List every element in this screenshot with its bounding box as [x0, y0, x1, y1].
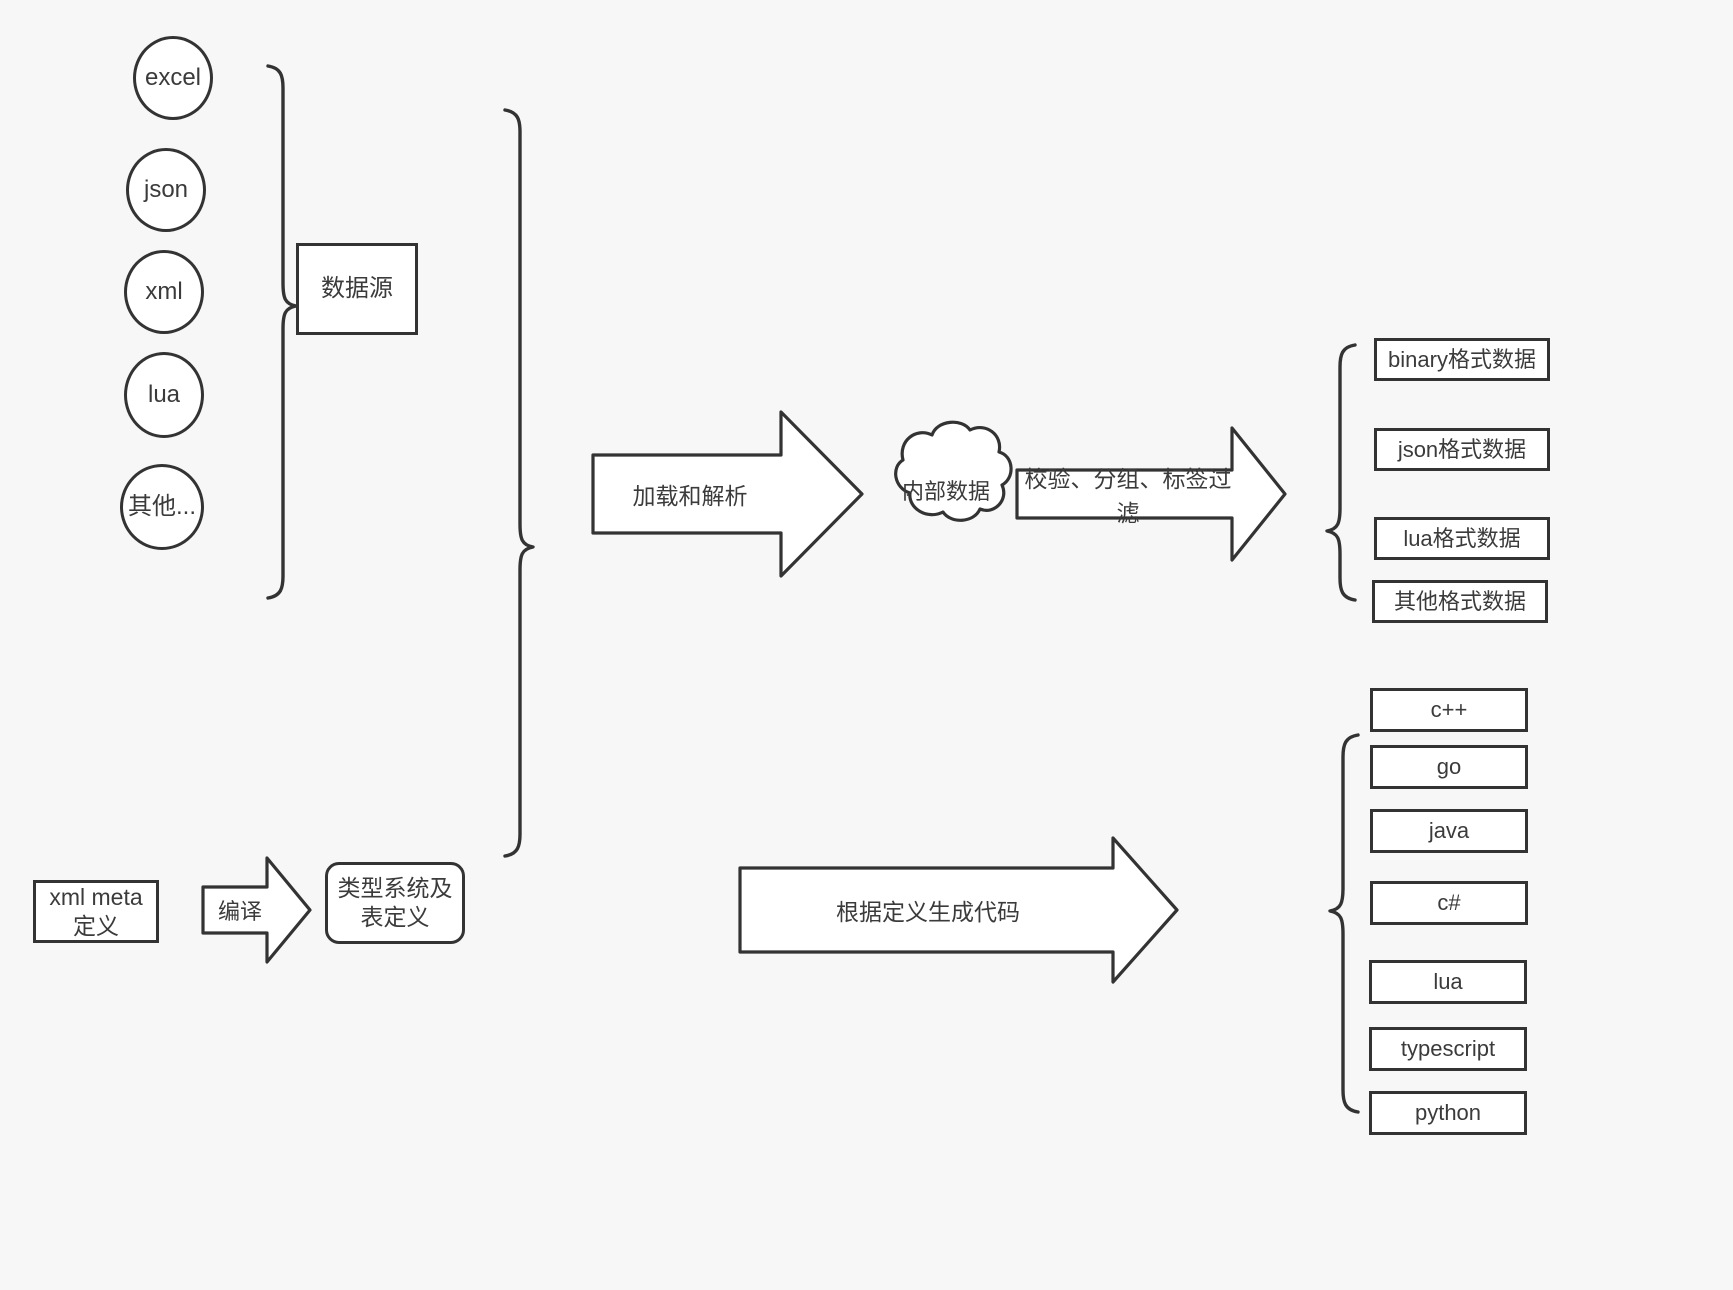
- output-language-go[interactable]: go: [1370, 745, 1528, 789]
- xml-meta-definition-label: xml meta定义: [49, 883, 143, 939]
- arrow-validate-group-filter: [1015, 426, 1287, 562]
- arrow-codegen: [738, 836, 1179, 984]
- output-format-json[interactable]: json格式数据: [1374, 428, 1550, 471]
- arrow-compile-label-wrap: 编译: [206, 887, 274, 933]
- output-format-other[interactable]: 其他格式数据: [1372, 580, 1548, 623]
- output-language-label: c#: [1437, 890, 1461, 916]
- arrow-load-parse-label-wrap: 加载和解析: [600, 470, 780, 518]
- output-format-label: 其他格式数据: [1393, 588, 1526, 614]
- cloud-internal-data-label: 内部数据: [901, 479, 990, 504]
- source-label: lua: [147, 381, 181, 408]
- cloud-internal-data: [894, 420, 1013, 522]
- data-source-group-box[interactable]: 数据源: [296, 243, 418, 335]
- source-node-json[interactable]: json: [126, 148, 206, 232]
- output-language-typescript[interactable]: typescript: [1369, 1027, 1527, 1071]
- arrow-codegen-label: 根据定义生成代码: [836, 899, 1020, 925]
- source-label: json: [143, 176, 189, 203]
- output-format-label: binary格式数据: [1388, 346, 1536, 372]
- source-node-other[interactable]: 其他...: [120, 464, 204, 550]
- output-language-label: c++: [1430, 697, 1468, 723]
- arrow-codegen-label-wrap: 根据定义生成代码: [748, 886, 1108, 934]
- cloud-internal-data-label-wrap: 内部数据: [890, 466, 1002, 514]
- output-format-label: lua格式数据: [1403, 525, 1521, 551]
- source-label: 其他...: [127, 493, 196, 520]
- source-label: excel: [144, 64, 202, 91]
- brace-languages: [1328, 733, 1360, 1114]
- type-system-box[interactable]: 类型系统及表定义: [325, 862, 465, 944]
- output-format-lua[interactable]: lua格式数据: [1374, 517, 1550, 560]
- data-source-group-label: 数据源: [321, 275, 393, 302]
- output-language-csharp[interactable]: c#: [1370, 881, 1528, 925]
- source-label: xml: [145, 278, 183, 305]
- output-language-label: go: [1436, 754, 1462, 780]
- output-language-label: python: [1414, 1100, 1482, 1126]
- output-language-label: lua: [1433, 969, 1463, 995]
- output-language-label: typescript: [1400, 1036, 1496, 1062]
- source-node-lua[interactable]: lua: [124, 352, 204, 438]
- output-language-java[interactable]: java: [1370, 809, 1528, 853]
- source-node-excel[interactable]: excel: [133, 36, 213, 120]
- brace-pipeline-input: [503, 108, 535, 858]
- output-language-label: java: [1428, 818, 1470, 844]
- output-format-binary[interactable]: binary格式数据: [1374, 338, 1550, 381]
- xml-meta-definition-box[interactable]: xml meta定义: [33, 880, 159, 943]
- output-language-cpp[interactable]: c++: [1370, 688, 1528, 732]
- output-language-lua[interactable]: lua: [1369, 960, 1527, 1004]
- output-format-label: json格式数据: [1397, 436, 1527, 462]
- output-language-python[interactable]: python: [1369, 1091, 1527, 1135]
- arrow-validate-label: 校验、分组、标签过滤: [1024, 466, 1232, 526]
- arrow-load-parse-label: 加载和解析: [632, 483, 748, 509]
- brace-data-formats: [1325, 343, 1357, 602]
- source-node-xml[interactable]: xml: [124, 250, 204, 334]
- arrow-load-parse: [591, 410, 864, 578]
- brace-sources: [266, 64, 298, 600]
- arrow-validate-label-wrap: 校验、分组、标签过滤: [1024, 466, 1232, 526]
- arrow-compile-label: 编译: [217, 899, 262, 924]
- type-system-label: 类型系统及表定义: [337, 875, 453, 930]
- arrow-compile: [201, 856, 312, 964]
